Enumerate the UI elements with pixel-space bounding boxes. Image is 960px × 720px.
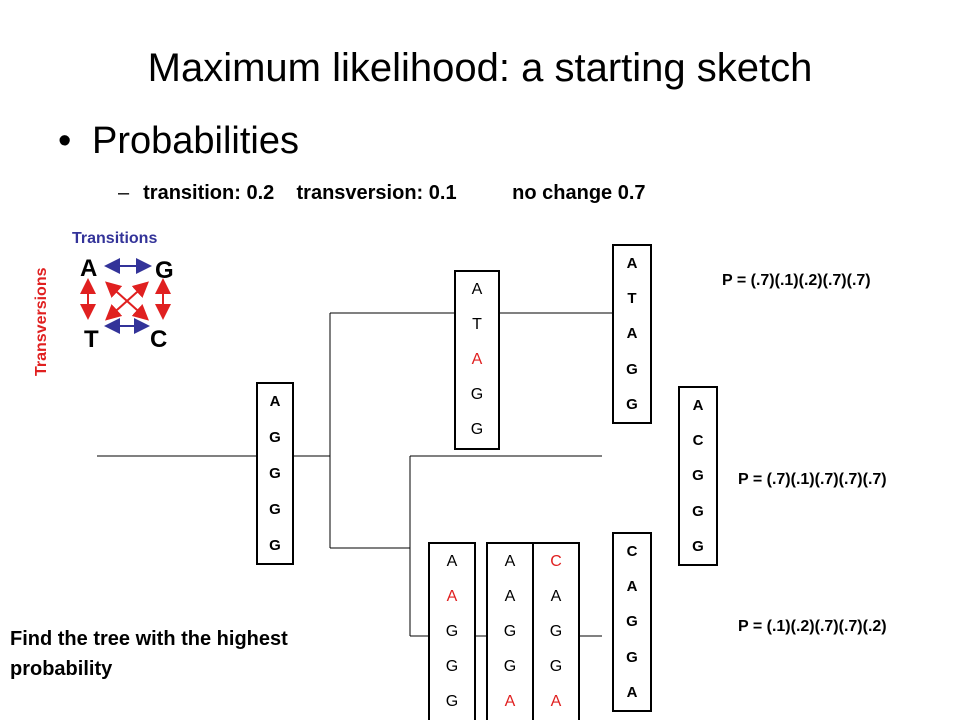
base: G: [445, 693, 459, 711]
node-g: G: [155, 257, 174, 284]
base: A: [504, 587, 516, 605]
top-leaf-box: A T A G G: [612, 244, 652, 424]
base: A: [626, 325, 638, 343]
slide-title: Maximum likelihood: a starting sketch: [147, 46, 813, 90]
transversion-arrow-gt: [105, 281, 149, 321]
base: G: [470, 421, 484, 439]
bullet-probabilities: • Probabilities: [58, 120, 299, 163]
lower-ancestor-box-c: C A G G A: [532, 542, 580, 720]
base: G: [692, 537, 704, 555]
node-c: C: [150, 326, 168, 353]
base: G: [626, 395, 638, 413]
upper-ancestor-box: A T A G G: [454, 270, 500, 450]
base: A: [446, 552, 458, 570]
node-t: T: [84, 326, 99, 353]
base: G: [269, 500, 281, 518]
base: T: [472, 315, 482, 333]
transitions-label: Transitions: [72, 230, 158, 247]
base: A: [626, 683, 638, 701]
bullet-text: Probabilities: [92, 120, 299, 162]
base: G: [549, 622, 563, 640]
base: A: [626, 578, 638, 596]
bottom-leaf-box: C A G G A: [612, 532, 652, 712]
base: G: [692, 502, 704, 520]
base: G: [445, 622, 459, 640]
node-a: A: [80, 255, 98, 282]
base: G: [269, 464, 281, 482]
middle-leaf-box: A C G G G: [678, 386, 718, 566]
base: C: [692, 432, 704, 450]
bullet-dot: •: [58, 120, 72, 162]
caption-text: Find the tree with the highest probabili…: [10, 628, 288, 680]
probability-formula-1: P = (.7)(.1)(.2)(.7)(.7): [722, 272, 871, 289]
base: G: [269, 429, 281, 447]
base-changed: A: [471, 350, 483, 368]
base-changed: A: [446, 587, 458, 605]
base: A: [692, 397, 704, 415]
transition-prob: transition: 0.2: [143, 182, 275, 204]
lower-ancestor-box-b: A A G G A: [486, 542, 534, 720]
transversion-prob: transversion: 0.1: [296, 182, 457, 204]
base: A: [269, 393, 281, 411]
base: G: [549, 658, 563, 676]
probability-formula-2: P = (.7)(.1)(.7)(.7)(.7): [738, 471, 887, 488]
root-sequence-box: A G G G G: [256, 382, 294, 565]
base: A: [626, 255, 638, 273]
sub-dash: –: [118, 182, 130, 204]
base: G: [503, 622, 517, 640]
base: G: [445, 658, 459, 676]
base-changed: C: [550, 552, 562, 570]
base: G: [269, 536, 281, 554]
base: G: [626, 613, 638, 631]
base: A: [471, 280, 483, 298]
lower-ancestor-box-a: A A G G G: [428, 542, 476, 720]
base-changed: A: [504, 693, 516, 711]
base: G: [503, 658, 517, 676]
base: T: [627, 290, 637, 308]
base: G: [626, 360, 638, 378]
probability-formula-3: P = (.1)(.2)(.7)(.7)(.2): [738, 618, 887, 635]
base: G: [692, 467, 704, 485]
base: A: [550, 587, 562, 605]
base: G: [626, 648, 638, 666]
probability-values: –transition: 0.2 transversion: 0.1 no ch…: [118, 182, 646, 205]
base: C: [626, 543, 638, 561]
base-changed: A: [550, 693, 562, 711]
no-change-prob: no change 0.7: [512, 182, 646, 204]
base: G: [470, 386, 484, 404]
base: A: [504, 552, 516, 570]
